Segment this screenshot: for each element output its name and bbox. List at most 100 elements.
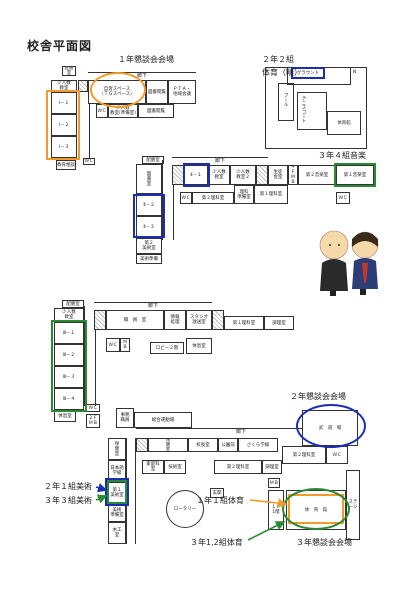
room-art-2: 第２ 美術室 [136,238,162,254]
room-kitchen: 配膳室 [62,66,76,76]
highlight-music-1 [334,163,376,187]
room-pta: ＰＴＡ・ 地域会議 [168,80,196,104]
room-arts-prep: 美術 準備室 [108,504,126,522]
label-y3-meeting: ３年懇談会会場 [296,538,352,547]
room-kitchen-3: 配膳室 [62,300,84,308]
highlight-year3-classes [51,320,87,412]
room-principal-2: 校長室 [188,438,218,452]
field-gym: 体育館 [327,111,361,135]
room-class-1-3: Ⅰ－３ [51,136,77,158]
room-wc-4: ＷＣ [326,446,348,464]
stair-1 [78,80,88,92]
room-craft: 木工 室 [108,522,126,544]
field-label-pool: プール [283,93,288,107]
highlight-year1-classes [46,90,80,160]
corridor-block2 [162,160,174,240]
arrow-y3c3 [95,494,108,504]
page-title: 校舎平面図 [27,39,93,53]
room-sakura: さくら学級 [238,438,278,452]
room-sci-2b: 第２理科室 [282,446,326,464]
room-kitchen-2: 配膳室 [142,156,164,164]
room-wc: ＷＣ [83,158,95,165]
room-lounge: ロビー２階 [150,342,184,354]
label-y3c12-pe: ３年1,2組体育 [190,538,243,547]
room-hall: 教育相談 [56,160,76,170]
field-pool-area [287,67,351,85]
label-y2c2-sub: 体育（晴） [262,68,302,77]
room-mb-2: ４Ｆ ＭＢ [288,165,298,185]
room-office: 事務 職員 [116,408,134,428]
label-y2c2: ２年２組 [262,55,294,64]
room-wc-3b: ＷＣ [106,338,120,352]
room-art-prep: 美術準備 [136,254,162,264]
highlight-gym-green [282,488,350,530]
field-tennis [278,83,294,121]
room-info: 情報 処理 [164,310,186,330]
corridor-top-2: 廊下 [172,157,268,165]
highlight-year1-meeting [90,72,146,108]
room-home: 家庭科 室 [142,460,164,474]
room-cooking: 調理室 [264,316,294,330]
corridor-top-3: 廊下 [94,302,212,310]
field-building [297,92,327,130]
room-class-1-1: Ⅰ－１ [51,92,77,114]
room-class-3-1: Ⅲ－１ [54,322,84,344]
room-kitchen-4: 調理室 [262,460,282,474]
highlight-year2-meeting [296,404,366,448]
corridor-top: 廊下 [88,72,196,80]
room-counsel-4: 公園前 [218,438,238,452]
corridor-block3 [84,306,96,406]
label-y2c1-art: ２年１組美術 [44,482,92,491]
highlight-class-2-2-3 [133,194,165,238]
arrow-y1c1 [249,498,288,508]
field-ground: グラウンド [291,67,325,79]
room-music-1: 第１音楽室 [336,165,374,185]
mascot-illustration [319,230,379,296]
arrow-y2c1 [95,483,108,493]
stair-3b [212,310,224,330]
room-sci-1: 第１理科室 [254,185,288,204]
room-staff: 職 員 室 [106,310,164,330]
corridor-top-4: 廊下 [136,428,346,436]
room-class-1-2: Ⅰ－２ [51,114,77,136]
room-class-3-3: Ⅲ－３ [54,366,84,388]
room-studio: スタジオ 放送室 [186,310,212,330]
room-principal: 保 健 室 [148,438,188,452]
label-y3c4: ３年４組音楽 [318,151,366,160]
room-small-2b: 少人数 教室２ [230,165,256,185]
room-mb-3b: ＭＢ [120,338,130,352]
room-reading: 図書閲覧 [146,80,168,104]
room-sci-prep: 理科 準備室 [234,185,254,204]
room-storage: 技術室 [164,460,186,474]
room-nurse: 保 健 室 [108,438,126,460]
room-mb-3: ２Ｆ ＭＢ [86,414,100,428]
room-wc-b2b: ＷＣ [336,192,350,204]
room-music-4: 第２理科室 [214,460,262,474]
label-y2-meeting: ２年懇談会会場 [290,392,346,401]
room-mb-4: ＭＢ [268,478,280,488]
room-wc-b2: ＷＣ [180,192,192,204]
room-student: 生徒 会室 [268,165,288,185]
arrow-y3c12 [247,521,286,541]
room-small-2: 少人数 教室 [208,165,230,185]
room-counsel: 図書閲覧 [138,104,174,118]
room-class-3-2: Ⅲ－２ [54,344,84,366]
label-y1-meeting: １年懇談会会場 [118,55,174,64]
stair-4 [136,438,148,452]
room-pc: 第１理科室 [224,316,264,330]
field-label-tennis: テニスコート [301,96,306,123]
room-ent: 玄関 [210,488,224,498]
highlight-class-2-1 [183,163,210,187]
label-y3c3-art: ３年３組美術 [44,496,92,505]
highlight-arts-1-green [107,480,127,504]
stair-3 [94,310,106,330]
room-guest: 総合運動場 [134,412,192,428]
rotary: ロータリー [166,490,204,528]
stair-2b [256,165,268,185]
room-class-3-4: Ⅲ－４ [54,388,84,410]
label-y1c1-pe: １年１組体育 [196,496,244,505]
north-mark: N [353,70,357,75]
room-rest-3: 休息室 [186,338,212,354]
room-library: 図 書 室 [136,164,162,194]
